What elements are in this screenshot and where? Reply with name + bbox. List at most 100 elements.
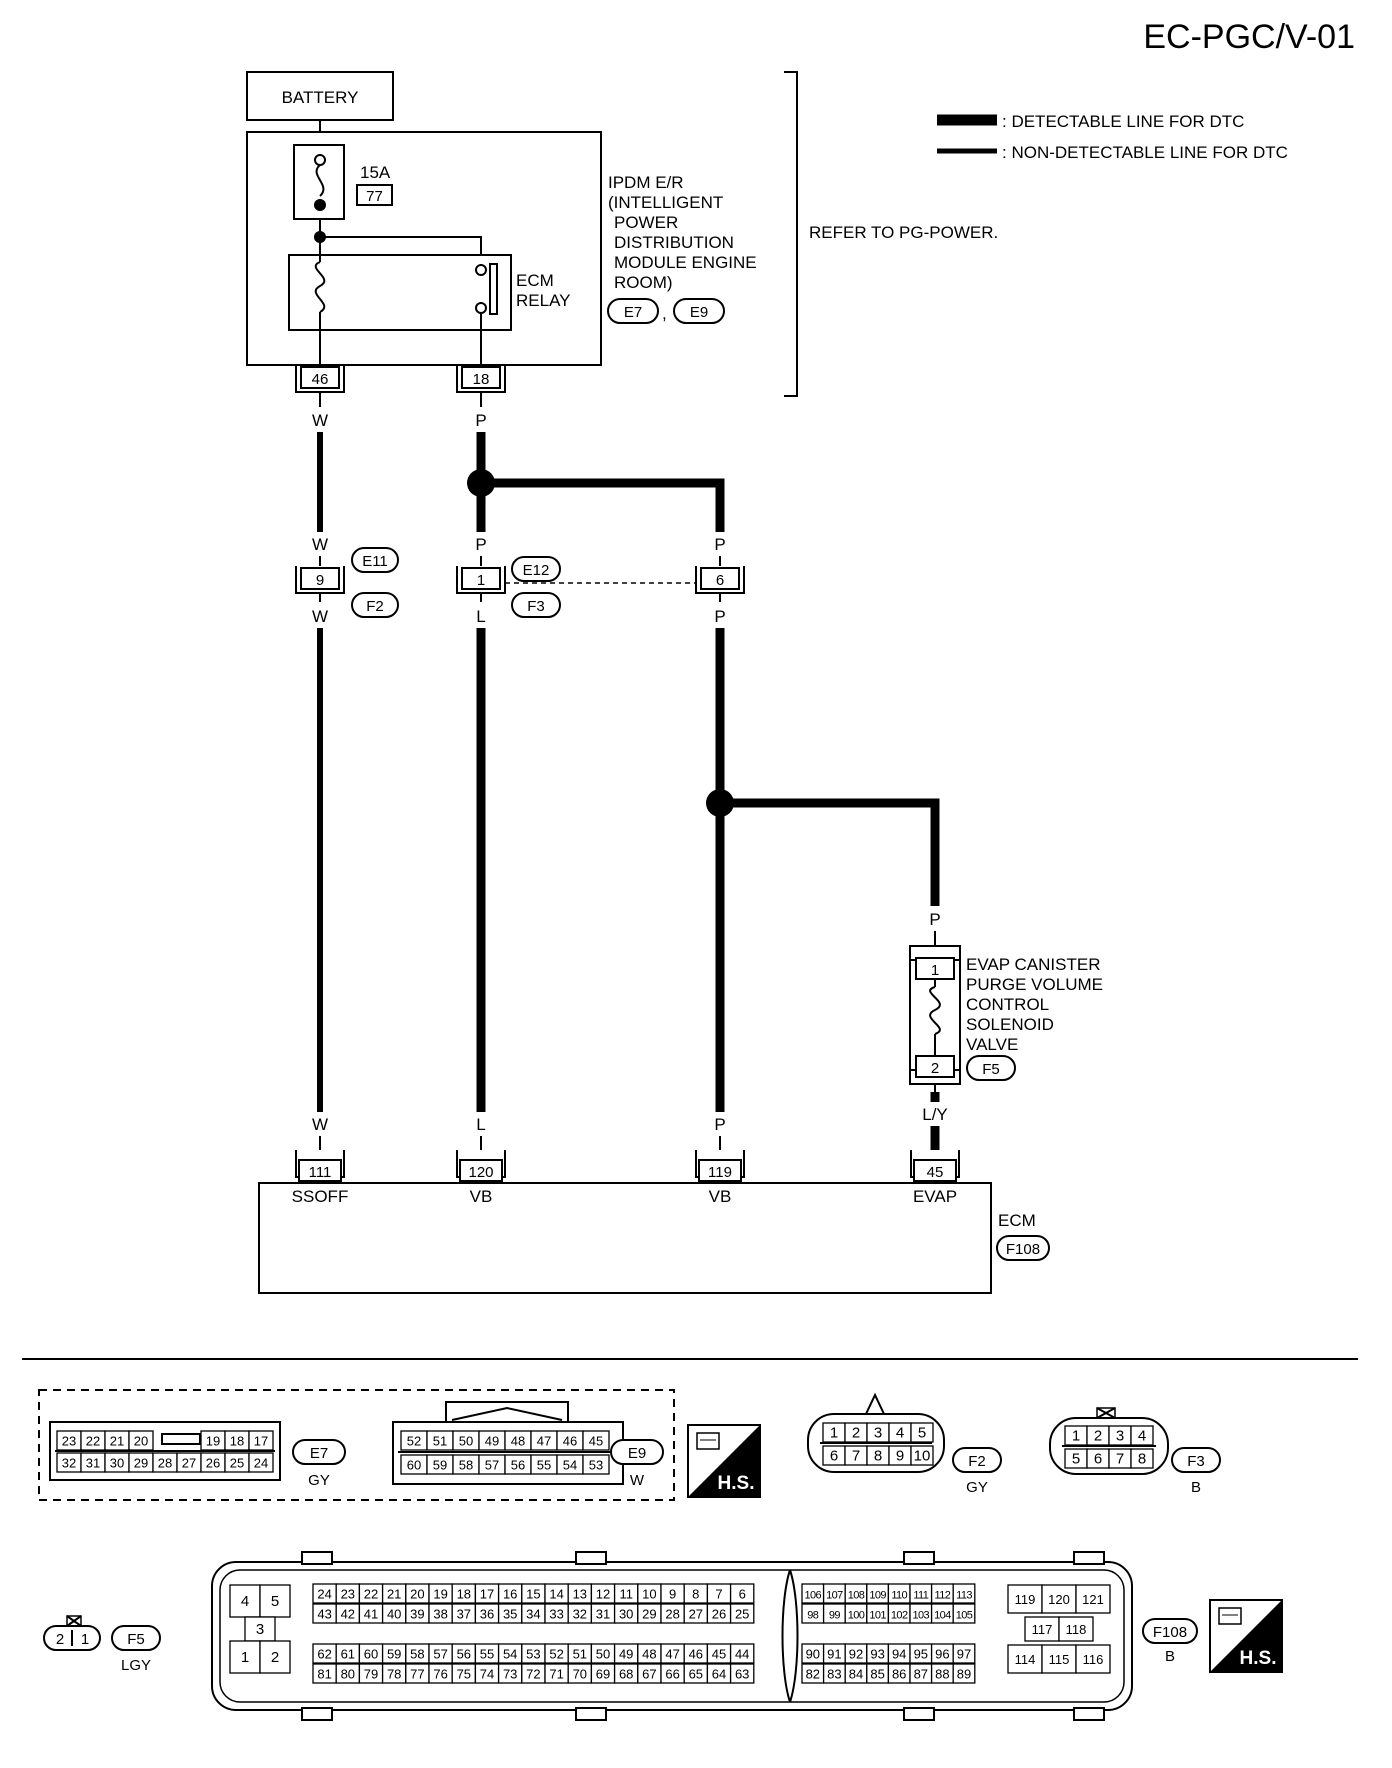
connector-pin: 29 [642, 1607, 656, 1622]
connector-pin: 4 [1138, 1428, 1146, 1445]
connector-pin: 6 [1094, 1451, 1102, 1468]
svg-text:F2: F2 [366, 598, 384, 615]
connector-pin: 79 [364, 1667, 378, 1682]
connector-pin: 47 [665, 1647, 679, 1662]
connector-pin: 90 [806, 1647, 820, 1662]
connector-f3-tag [511, 592, 561, 618]
connector-pin: 24 [254, 1456, 268, 1471]
hs-badge-icon: H.S. [687, 1424, 761, 1498]
connector-pin: 61 [341, 1647, 355, 1662]
evap-label-1: PURGE VOLUME [966, 975, 1103, 994]
connector-pin: 20 [134, 1434, 148, 1449]
connector-pin: 54 [563, 1458, 577, 1473]
f5-id: F5 [127, 1631, 145, 1648]
connector-pin: 5 [1072, 1451, 1080, 1468]
evap-pin-2: 2 [931, 1060, 939, 1077]
connector-pin: 55 [537, 1458, 551, 1473]
connector-pin: 43 [317, 1607, 331, 1622]
connector-pin: 60 [364, 1647, 378, 1662]
connector-pin: 83 [827, 1667, 841, 1682]
wire-color-w-4: W [312, 1115, 328, 1134]
battery-label: BATTERY [282, 88, 359, 107]
connector-pin: 102 [891, 1610, 908, 1622]
connector-pin: 113 [956, 1590, 972, 1602]
connector-pin: 24 [317, 1587, 331, 1602]
connector-pin: 39 [410, 1607, 424, 1622]
connector-pin: 64 [712, 1667, 726, 1682]
connector-pin: 27 [182, 1456, 196, 1471]
connector-pin: 7 [852, 1448, 860, 1465]
connector-pin: 87 [914, 1667, 928, 1682]
f5-pin-1: 1 [81, 1631, 89, 1648]
ipdm-label-1: (INTELLIGENT [608, 193, 723, 212]
wire-color-p-6: P [929, 910, 940, 929]
connector-pin: 114 [1015, 1652, 1036, 1667]
connector-pin: 37 [457, 1607, 471, 1622]
wire-color-w-3: W [312, 607, 328, 626]
ipdm-label-5: ROOM) [614, 273, 673, 292]
evap-label-0: EVAP CANISTER [966, 955, 1100, 974]
connector-pin: 28 [158, 1456, 172, 1471]
fuse-number: 77 [366, 188, 383, 205]
connector-pin: 12 [596, 1587, 610, 1602]
e7-id: E7 [310, 1445, 328, 1462]
connector-pin: 32 [573, 1607, 587, 1622]
connector-pin: 77 [410, 1667, 424, 1682]
connector-pin: 82 [806, 1667, 820, 1682]
wire-p-branch [481, 478, 725, 532]
wire-color-w-1: W [312, 411, 328, 430]
connector-pin: 76 [433, 1667, 447, 1682]
connector-pin: 50 [596, 1647, 610, 1662]
ecm-box [258, 1182, 992, 1294]
connector-pin: 84 [849, 1667, 863, 1682]
wire-color-p-1: P [475, 411, 486, 430]
evap-pin-1: 1 [931, 962, 939, 979]
connector-pin: 21 [387, 1587, 401, 1602]
f2-id: F2 [968, 1453, 986, 1470]
connector-pin: 57 [485, 1458, 499, 1473]
connector-pin: 27 [689, 1607, 703, 1622]
connector-pin: 67 [642, 1667, 656, 1682]
svg-text:H.S.: H.S. [1240, 1648, 1277, 1669]
page-title: EC-PGC/V-01 [1143, 18, 1355, 56]
connector-pin: 103 [913, 1610, 930, 1622]
connector-pin: 105 [956, 1610, 973, 1622]
connector-pin: 21 [110, 1434, 124, 1449]
connector-pin: 14 [549, 1587, 563, 1602]
connector-pin: 5 [271, 1593, 279, 1610]
svg-text:,: , [662, 304, 667, 323]
connector-pin: 6 [739, 1587, 746, 1602]
f2-color: GY [966, 1479, 988, 1496]
connector-pin: 2 [852, 1425, 860, 1442]
ipdm-connector-group [38, 1389, 675, 1501]
connector-pin: 88 [935, 1667, 949, 1682]
connector-pin: 19 [206, 1434, 220, 1449]
connector-pin: 7 [1116, 1451, 1124, 1468]
connector-view-f5: 2 1 F5 LGY [43, 1615, 161, 1674]
connector-pin: 100 [848, 1610, 865, 1622]
battery-box [246, 71, 394, 121]
relay-label-1: ECM [516, 271, 554, 290]
connector-f5-tag [966, 1055, 1016, 1081]
connector-pin: 25 [735, 1607, 749, 1622]
connector-pin: 69 [596, 1667, 610, 1682]
wire-color-w-2: W [312, 535, 328, 554]
connector-pin: 25 [230, 1456, 244, 1471]
connector-pin: 73 [503, 1667, 517, 1682]
connector-pin: 104 [934, 1610, 951, 1622]
connector-pin: 1 [241, 1649, 249, 1666]
connector-pin: 65 [689, 1667, 703, 1682]
connector-pin: 56 [511, 1458, 525, 1473]
connector-pin: 18 [230, 1434, 244, 1449]
f5-pin-2: 2 [56, 1631, 64, 1648]
connector-pin: 40 [387, 1607, 401, 1622]
connector-pin: 95 [914, 1647, 928, 1662]
connector-pin: 86 [892, 1667, 906, 1682]
e7-color: GY [308, 1472, 330, 1489]
wire-color-ly: L/Y [922, 1105, 948, 1124]
connector-pin: 8 [1138, 1451, 1146, 1468]
connector-pin: 50 [459, 1434, 473, 1449]
ecm-label: ECM [998, 1211, 1036, 1230]
